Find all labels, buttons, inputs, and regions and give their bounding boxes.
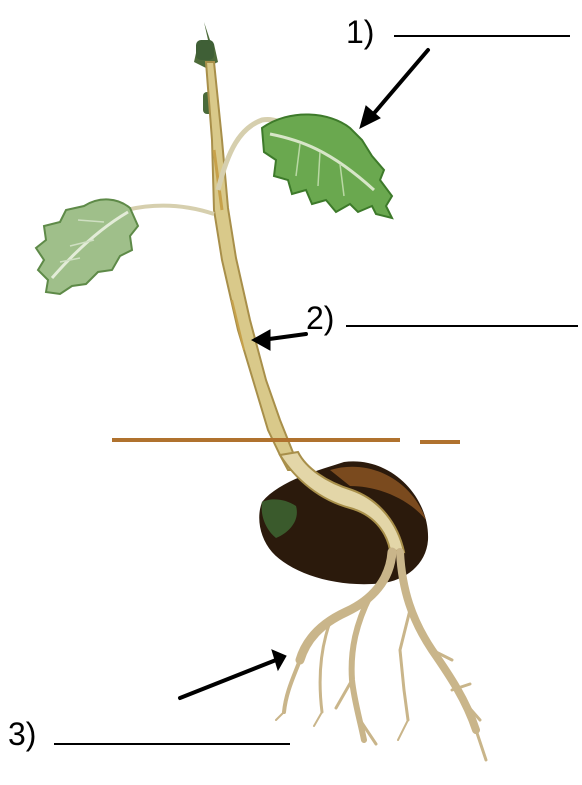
arrow-2: [252, 330, 306, 350]
left-leaf: [36, 199, 138, 294]
soil-line: [112, 440, 460, 442]
right-leaf: [262, 114, 392, 218]
label-1-number: 1): [346, 16, 374, 48]
roots: [276, 552, 486, 760]
arrow-3: [180, 650, 286, 698]
left-petiole: [126, 206, 214, 214]
label-3-number: 3): [8, 718, 36, 750]
label-2-number: 2): [306, 302, 334, 334]
arrow-1: [360, 50, 428, 128]
